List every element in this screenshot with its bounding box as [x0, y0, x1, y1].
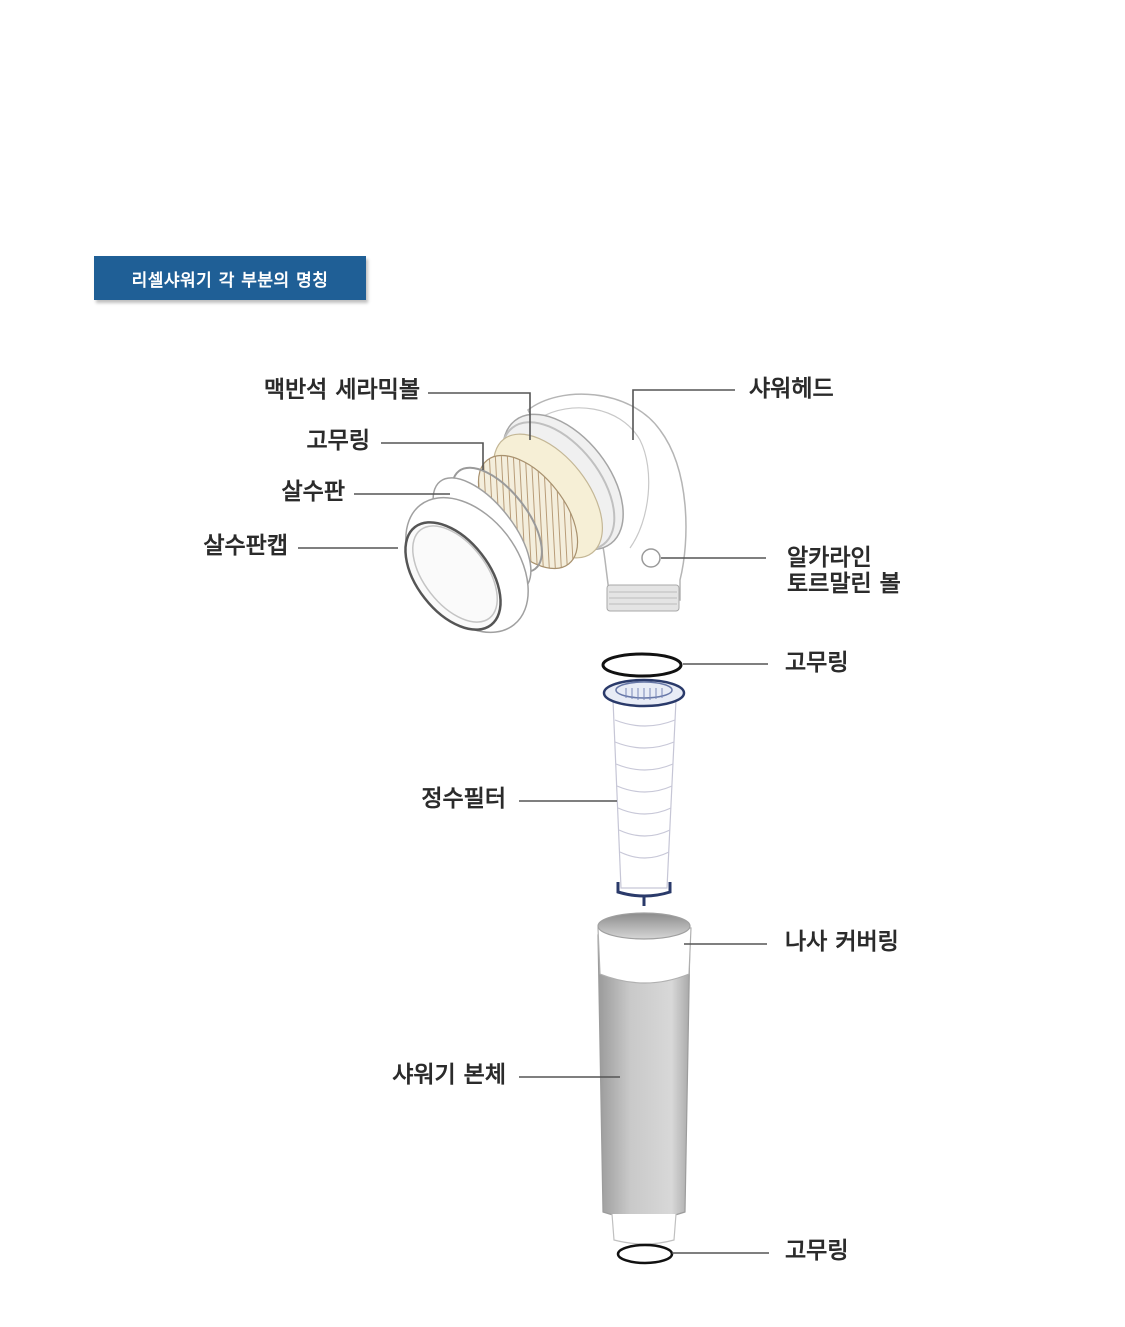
label-rubber-ring-filter: 고무링 — [785, 650, 849, 676]
label-ceramic-ball: 맥반석 세라믹볼 — [263, 377, 420, 403]
sprinkler-cap-shape — [404, 496, 529, 634]
diagram-title: 리셀샤워기 각 부분의 명칭 — [94, 256, 366, 300]
label-screw-cover-ring: 나사 커버링 — [785, 929, 899, 955]
label-tourmaline-line2: 토르말린 볼 — [787, 571, 901, 598]
rubber-ring-bottom-shape — [616, 1243, 674, 1265]
label-rubber-ring-top: 고무링 — [306, 428, 370, 454]
label-sprinkler-cap: 살수판캡 — [203, 533, 288, 559]
label-tourmaline-ball: 알카라인 토르말린 볼 — [787, 545, 901, 598]
leader-lines — [298, 389, 769, 1254]
label-rubber-ring-bottom: 고무링 — [785, 1238, 849, 1264]
label-water-filter: 정수필터 — [421, 786, 506, 812]
label-sprinkler-plate: 살수판 — [281, 479, 345, 505]
rubber-ring-filter-shape — [601, 652, 683, 678]
water-filter-shape — [602, 678, 686, 906]
shower-body-shape — [597, 912, 692, 1245]
label-shower-head: 샤워헤드 — [749, 376, 834, 402]
label-shower-body: 샤워기 본체 — [392, 1062, 506, 1088]
label-tourmaline-line1: 알카라인 — [787, 545, 872, 571]
